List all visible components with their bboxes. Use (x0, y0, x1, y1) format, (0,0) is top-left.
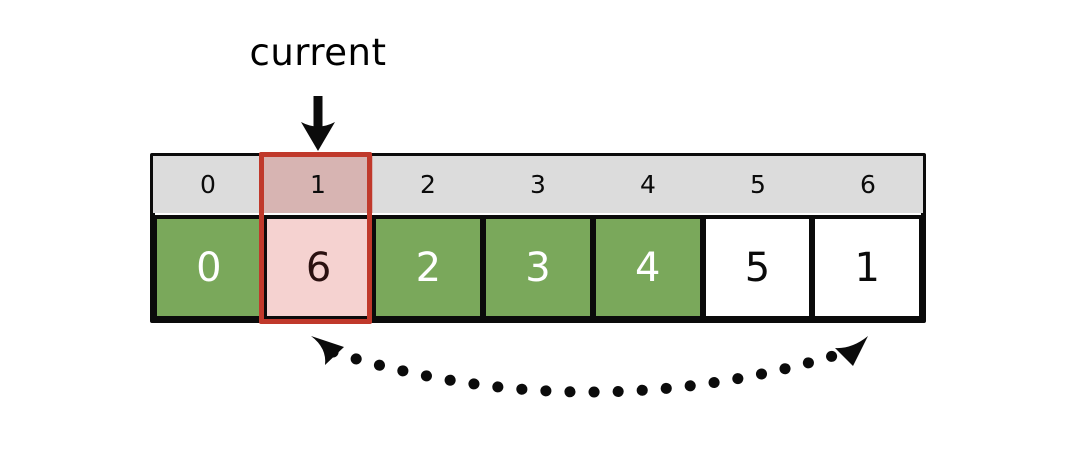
array-cell-1: 6 (262, 215, 375, 320)
index-cell-4: 4 (640, 170, 656, 199)
array-value-row: 0 6 2 3 4 5 1 (153, 215, 924, 320)
index-cell-3: 3 (530, 170, 546, 199)
index-cell-2: 2 (420, 170, 436, 199)
array-cell-3: 3 (482, 215, 594, 320)
array-cell-4: 4 (591, 215, 704, 320)
double-headed-dotted-arc-icon (311, 336, 868, 398)
array-cell-2: 2 (372, 215, 485, 320)
array-cell-0: 0 (153, 215, 265, 320)
array-cell-6: 1 (811, 215, 924, 320)
array-index-row: 0 1 2 3 4 5 6 (153, 156, 923, 213)
current-pointer-label: current (249, 31, 387, 74)
array-container: 0 1 2 3 4 5 6 0 6 2 3 4 5 1 (150, 152, 926, 324)
index-cell-0: 0 (200, 170, 216, 199)
index-cell-1: 1 (263, 156, 373, 213)
down-arrow-icon (301, 96, 335, 151)
index-cell-6: 6 (860, 170, 876, 199)
array-cell-5: 5 (701, 215, 814, 320)
index-cell-5: 5 (750, 170, 766, 199)
